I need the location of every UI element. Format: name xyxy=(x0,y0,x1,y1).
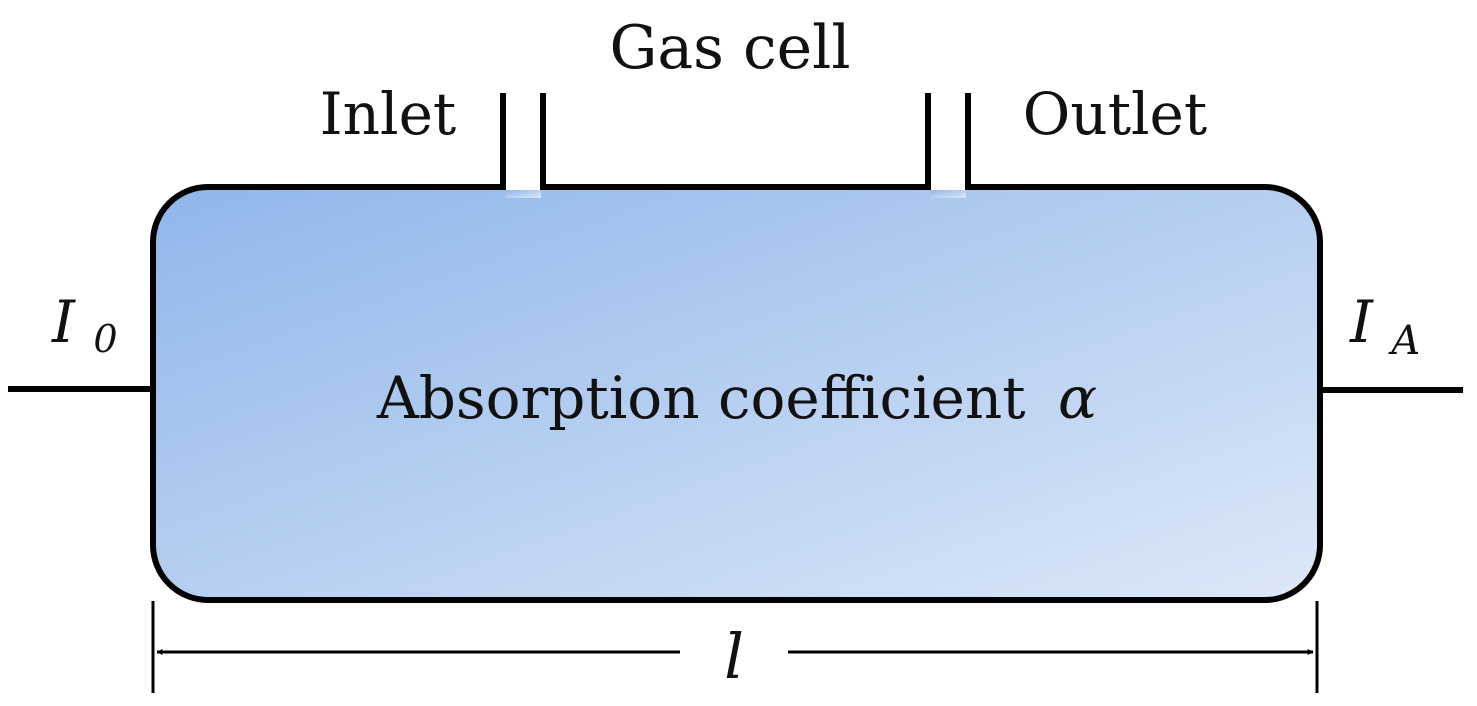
outlet-label: Outlet xyxy=(1023,80,1207,148)
absorption-label: Absorption coefficient α xyxy=(376,364,1097,432)
input-intensity-symbol: I xyxy=(51,288,76,356)
output-intensity-label: I A xyxy=(1349,288,1420,364)
output-intensity-symbol: I xyxy=(1349,288,1374,356)
input-intensity-label: I 0 xyxy=(51,288,118,361)
gas-cell-title: Gas cell xyxy=(609,13,850,83)
absorption-text: Absorption coefficient xyxy=(376,364,1026,432)
inlet-label: Inlet xyxy=(320,80,456,148)
output-intensity-subscript: A xyxy=(1387,318,1420,364)
input-intensity-subscript: 0 xyxy=(93,317,117,361)
gas-cell-body xyxy=(150,184,1323,603)
length-label: l xyxy=(724,620,744,693)
alpha-symbol: α xyxy=(1058,364,1097,432)
